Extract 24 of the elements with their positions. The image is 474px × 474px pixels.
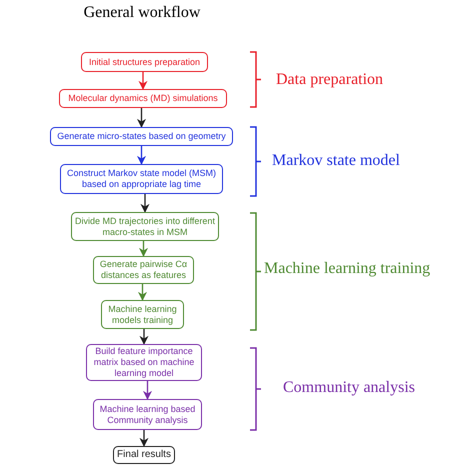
section-label: Machine learning training [264,260,430,278]
arrow [139,329,149,345]
section-label: Data preparation [276,71,384,89]
arrow [138,284,148,301]
arrow [136,108,146,128]
process-box: Divide MD trajectories into different macro-states in MSM [71,212,219,241]
diagram-title: General workflow [82,4,202,22]
process-box: Final results [113,446,175,464]
section-label: Markov state model [272,152,400,170]
arrow [142,381,152,400]
section-label: Community analysis [283,379,415,397]
arrow [140,194,150,213]
process-box: Molecular dynamics (MD) simulations [59,89,227,108]
process-box: Initial structures preparation [81,52,208,72]
arrow [136,146,146,165]
process-box: Machine learning based Community analysis [93,399,202,430]
process-box: Generate micro-states based on geometry [50,127,233,146]
arrow [138,241,148,257]
arrow [139,430,149,447]
process-box: Generate pairwise Cα distances as features [93,256,194,284]
process-box: Construct Markov state model (MSM) based on appropriate lag time [60,164,223,194]
arrow [138,72,148,90]
process-box: Build feature importance matrix based on machine learning model [86,344,202,381]
process-box: Machine learning models training [101,300,184,329]
